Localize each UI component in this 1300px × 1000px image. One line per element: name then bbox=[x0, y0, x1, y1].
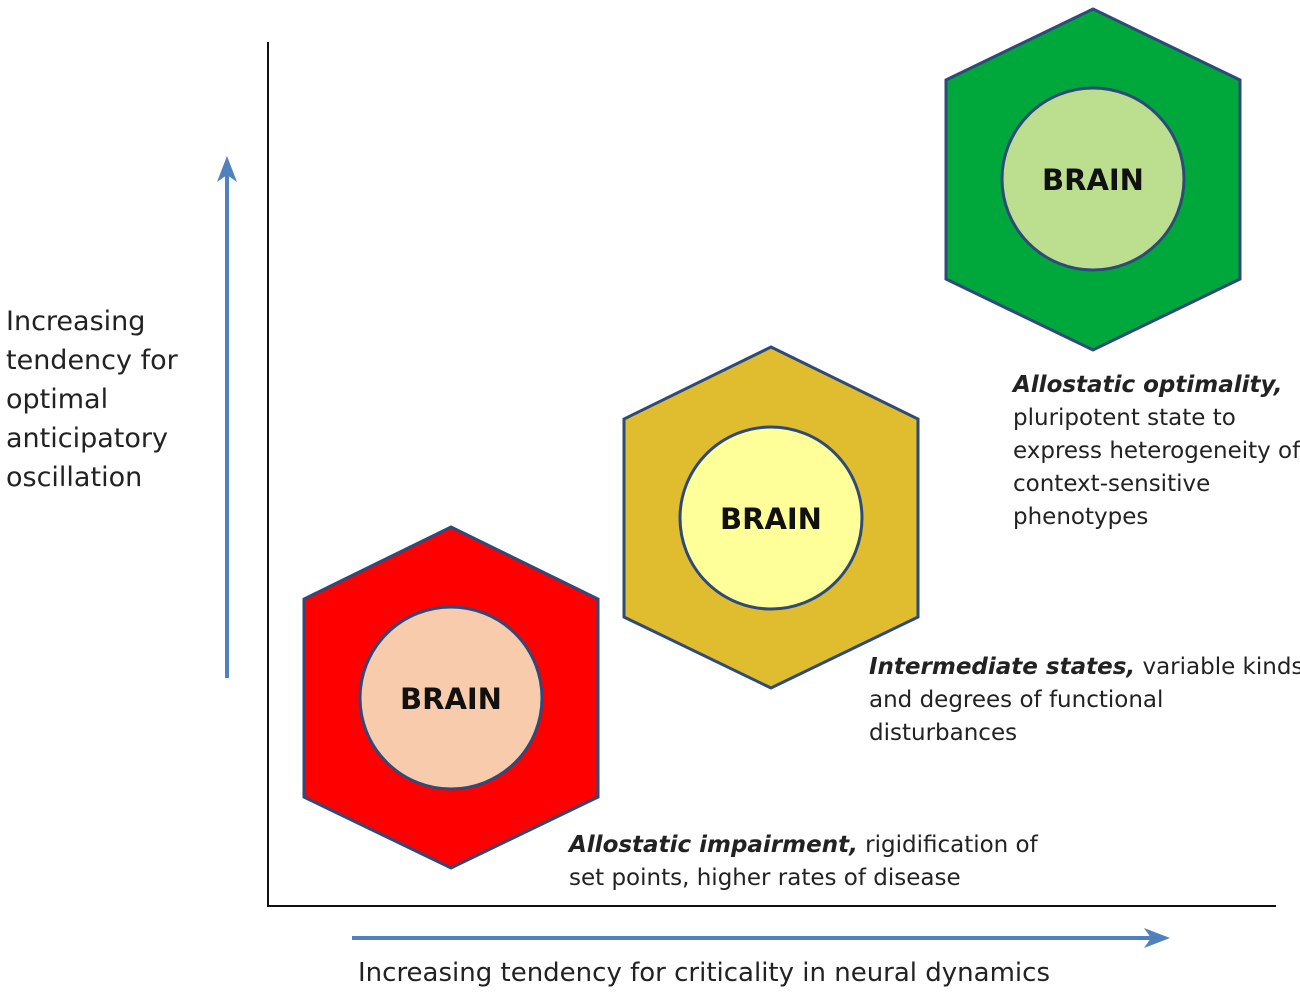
intermediate-text-line: and degrees of functional bbox=[869, 687, 1164, 713]
impairment-text-line: rigidification of bbox=[857, 832, 1038, 858]
intermediate-state-node: BRAIN bbox=[622, 345, 920, 690]
y-axis-label-line: oscillation bbox=[6, 462, 143, 493]
impairment-state-node: BRAIN bbox=[302, 525, 600, 870]
impairment-heading: Allostatic impairment, bbox=[569, 832, 858, 858]
intermediate-text-line: disturbances bbox=[869, 720, 1018, 746]
optimality-heading: Allostatic optimality, bbox=[1013, 372, 1283, 398]
optimality-state-node: BRAIN bbox=[944, 7, 1242, 352]
intermediate-brain-circle bbox=[678, 425, 864, 611]
y-axis-label: Increasing tendency for optimal anticipa… bbox=[6, 302, 206, 497]
y-axis-label-line: tendency for bbox=[6, 345, 178, 376]
optimality-text-line: context-sensitive bbox=[1013, 471, 1211, 497]
intermediate-brain-label: BRAIN bbox=[720, 502, 822, 536]
impairment-annotation: Allostatic impairment, rigidification of… bbox=[569, 829, 1038, 895]
optimality-text-line: pluripotent state to bbox=[1013, 405, 1236, 431]
impairment-text-line: set points, higher rates of disease bbox=[569, 865, 961, 891]
optimality-annotation: Allostatic optimality, pluripotent state… bbox=[1013, 369, 1300, 534]
optimality-brain-circle bbox=[1000, 86, 1186, 272]
x-axis-label: Increasing tendency for criticality in n… bbox=[358, 958, 1050, 988]
intermediate-heading: Intermediate states, bbox=[869, 654, 1136, 680]
optimality-text-line: express heterogeneity of bbox=[1013, 438, 1300, 464]
intermediate-text-line: variable kinds bbox=[1135, 654, 1300, 680]
optimality-text-line: phenotypes bbox=[1013, 504, 1149, 530]
impairment-brain-circle bbox=[358, 605, 544, 791]
optimality-brain-label: BRAIN bbox=[1042, 163, 1144, 197]
impairment-brain-label: BRAIN bbox=[400, 682, 502, 716]
y-axis-label-line: optimal bbox=[6, 384, 109, 415]
intermediate-annotation: Intermediate states, variable kinds and … bbox=[869, 651, 1300, 750]
y-axis-label-line: Increasing bbox=[6, 306, 146, 337]
y-axis-label-line: anticipatory bbox=[6, 423, 168, 454]
